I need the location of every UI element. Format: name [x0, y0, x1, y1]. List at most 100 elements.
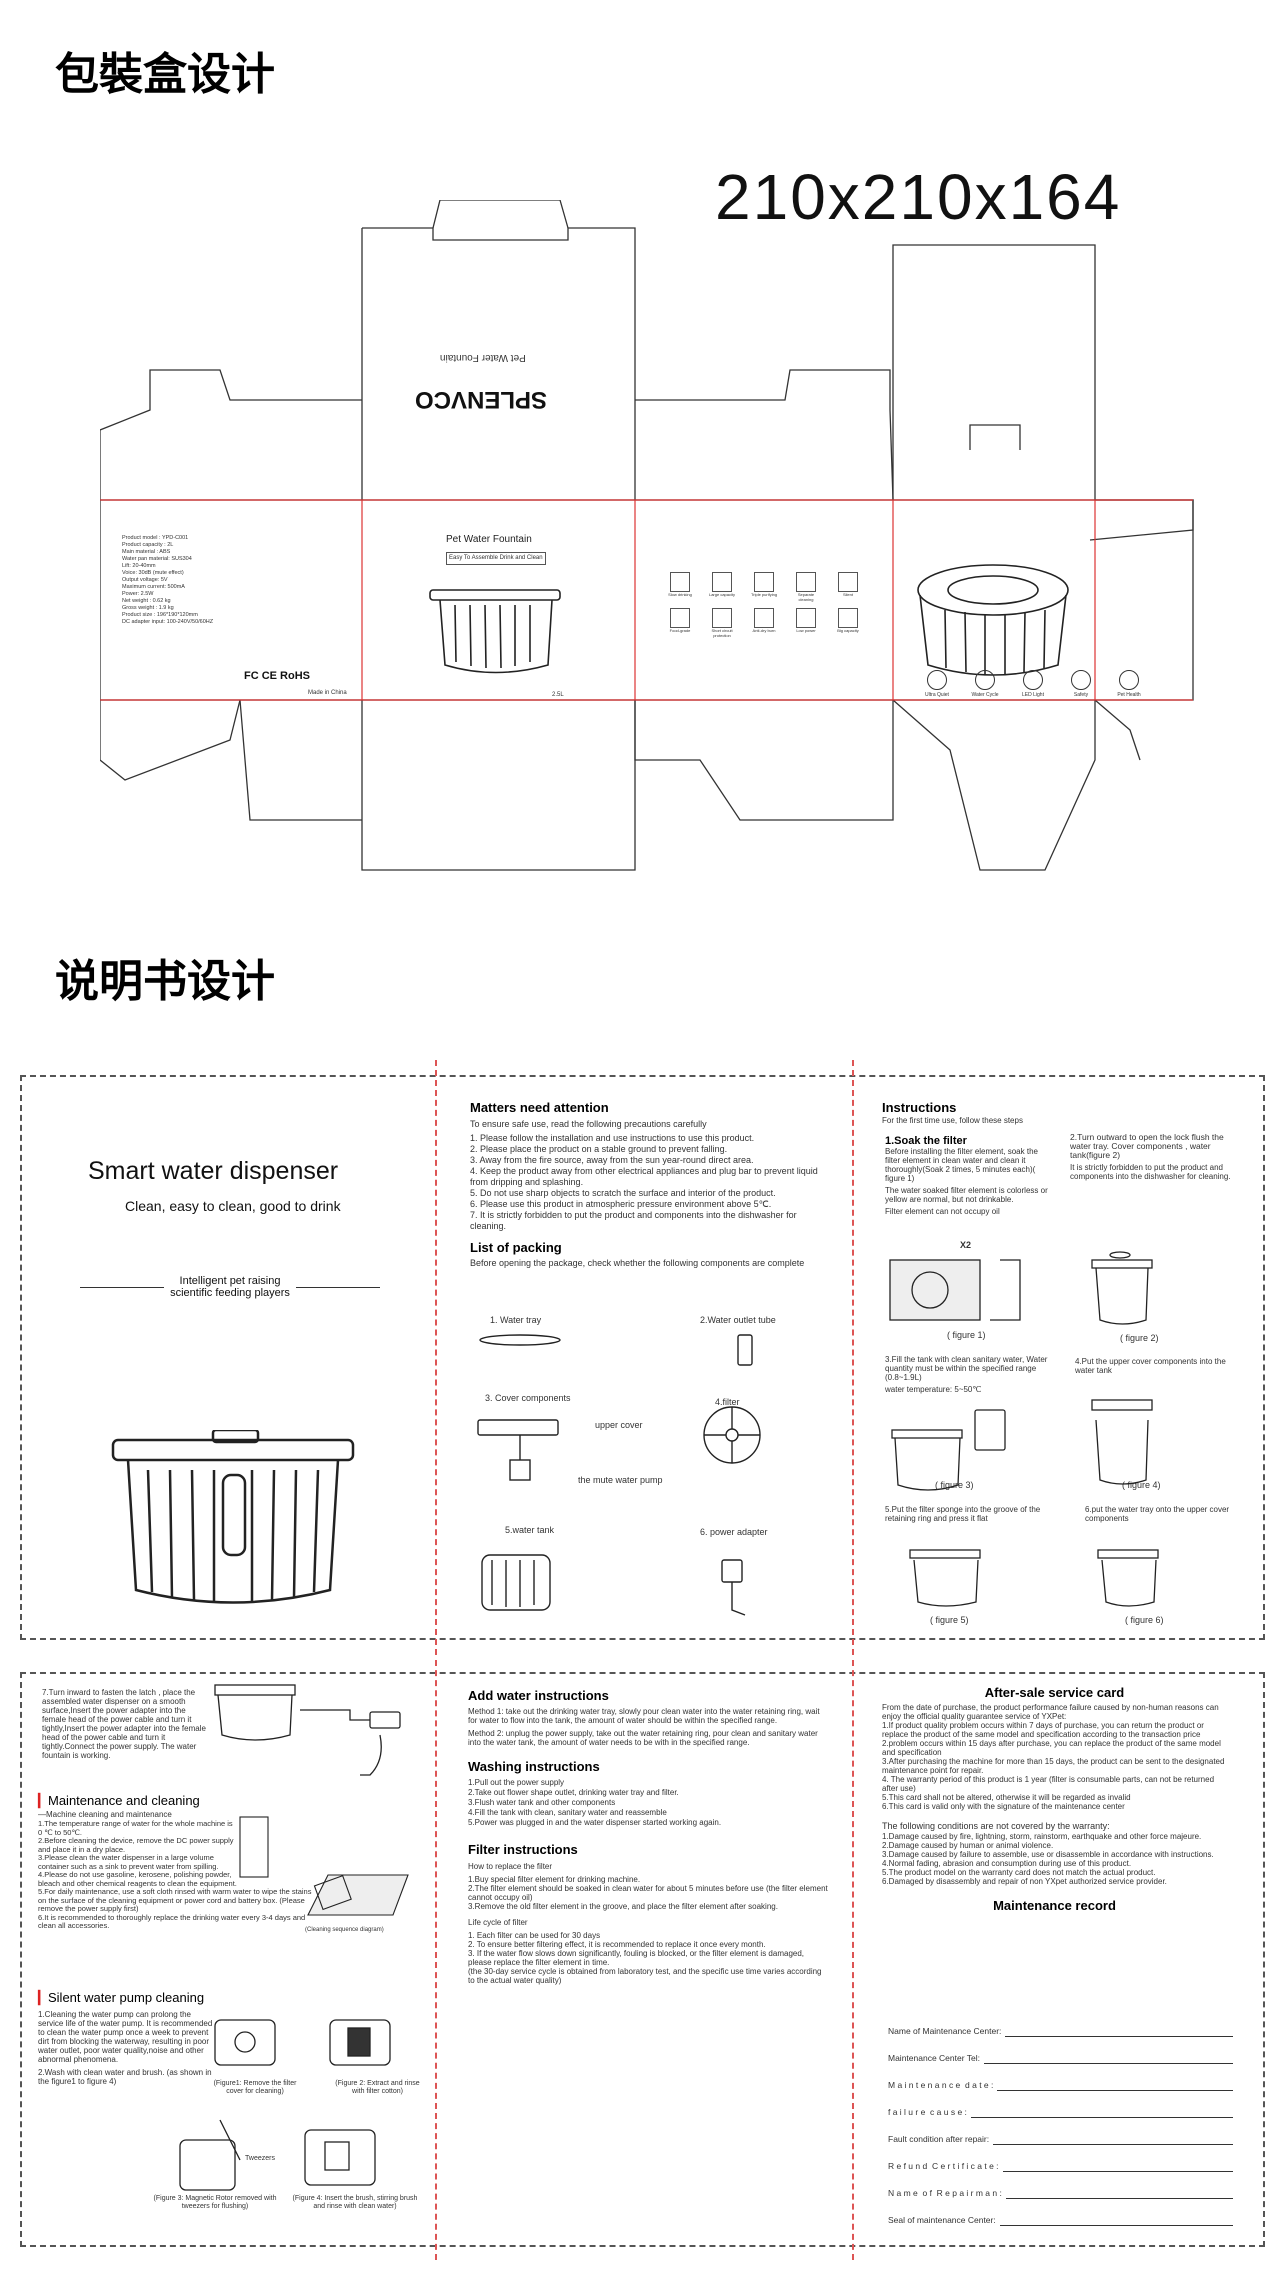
record-field: Name of Maintenance Center: — [888, 2010, 1233, 2037]
spec-line: Product model : YPD-C001 — [122, 535, 189, 541]
feature-icon: Food-grade — [665, 608, 695, 638]
step-1-text: Before installing the filter element, so… — [885, 1147, 1038, 1183]
instructions-title: Instructions — [882, 1100, 957, 1115]
matters-title: Matters need attention — [470, 1100, 609, 1115]
list-item: 4.Please do not use gasoline, kerosene, … — [38, 1870, 237, 1888]
x2-label: X2 — [960, 1240, 972, 1250]
record-input-line[interactable] — [997, 2090, 1233, 2091]
list-item: 5.This card shall not be altered, otherw… — [882, 1793, 1131, 1802]
spec-line: Lift: 20-40mm — [122, 563, 156, 569]
feature-icon: Short circuit protection — [707, 608, 737, 638]
fold-line — [435, 1660, 437, 2260]
step-3-text: 3.Fill the tank with clean sanitary wate… — [885, 1355, 1048, 1382]
step-1-note: The water soaked filter element is color… — [885, 1186, 1048, 1204]
after-sale-intro: From the date of purchase, the product p… — [882, 1703, 1219, 1721]
pump-fig-caption: (Figure 3: Magnetic Rotor removed with t… — [153, 2195, 277, 2210]
feature-icon: Anti-dry burn — [749, 608, 779, 638]
round-icon: Pet Health — [1112, 670, 1146, 701]
list-item: 2. To ensure better filtering effect, it… — [468, 1940, 766, 1949]
list-item: 4.Normal fading, abrasion and consumptio… — [882, 1859, 1132, 1868]
maintenance-title: ▎Maintenance and cleaning — [38, 1793, 200, 1808]
feature-icon: Big capacity — [833, 608, 863, 638]
cover-tag-2: scientific feeding players — [170, 1287, 290, 1299]
record-input-line[interactable] — [970, 2117, 1233, 2118]
step-2: 2.Turn outward to open the lock flush th… — [1070, 1133, 1240, 1182]
list-item: 6.It is recommended to thoroughly replac… — [38, 1912, 306, 1930]
step-3-temp: water temperature: 5~50℃ — [885, 1385, 982, 1394]
list-item: 5.The product model on the warranty card… — [882, 1868, 1156, 1877]
list-item: 6.This card is valid only with the signa… — [882, 1802, 1125, 1811]
step-4-text: 4.Put the upper cover components into th… — [1075, 1357, 1226, 1375]
cert-marks: FC CE RoHS — [244, 670, 310, 682]
list-item: (the 30-day service cycle is obtained fr… — [468, 1967, 822, 1985]
pump-fig-caption: (Figure1: Remove the filter cover for cl… — [213, 2080, 297, 2095]
cleaning-diagram — [239, 1816, 409, 1916]
record-input-line[interactable] — [999, 2225, 1233, 2226]
record-input-line[interactable] — [983, 2063, 1233, 2064]
cover-tag-1: Intelligent pet raising — [179, 1275, 281, 1287]
spec-line: Power: 2.5W — [122, 591, 154, 597]
spec-line: Voice: 30dB (mute effect) — [122, 570, 184, 576]
pump-title: ▎Silent water pump cleaning — [38, 1990, 205, 2005]
record-input-line[interactable] — [1005, 2036, 1233, 2037]
list-item: 4. Keep the product away from other elec… — [470, 1166, 818, 1187]
pump-text: 1.Cleaning the water pump can prolong th… — [38, 2010, 213, 2064]
list-item: 1. Each filter can be used for 30 days — [468, 1931, 601, 1940]
spec-line: Net weight : 0.62 kg — [122, 598, 171, 604]
step-1-note: Filter element can not occupy oil — [885, 1207, 1000, 1216]
packing-item: 2.Water outlet tube — [700, 1315, 776, 1325]
list-item: 2.Take out flower shape outlet, drinking… — [468, 1788, 679, 1797]
washing-title: Washing instructions — [468, 1759, 600, 1774]
feature-icons-grid: Slow drinking Large capacity Triple puri… — [665, 572, 865, 638]
instruction-figures — [889, 1251, 1159, 1607]
list-item: 5.For daily maintenance, use a soft clot… — [38, 1887, 312, 1913]
list-item: 7. It is strictly forbidden to put the p… — [470, 1210, 797, 1231]
section-title-manual: 说明书设计 — [55, 956, 275, 1007]
cover-tagline: Intelligent pet raising scientific feedi… — [80, 1275, 380, 1299]
record-field: R e f u n d C e r t i f i c a t e : — [888, 2145, 1233, 2172]
step-6-text: 6.put the water tray onto the upper cove… — [1085, 1505, 1230, 1523]
box-dimensions: 210x210x164 — [715, 161, 1122, 233]
step-7-text: 7.Turn inward to fasten the latch , plac… — [42, 1688, 206, 1760]
list-item: 6.Damaged by disassembly and repair of n… — [882, 1877, 1167, 1886]
round-icon: Safety — [1064, 670, 1098, 701]
step-7-figure — [214, 1684, 401, 1776]
filter-life-list: 1. Each filter can be used for 30 days 2… — [468, 1931, 828, 1985]
step-2-note: It is strictly forbidden to put the prod… — [1070, 1163, 1231, 1181]
round-icon: Water Cycle — [968, 670, 1002, 701]
list-item: 3. If the water flow slows down signific… — [468, 1949, 805, 1967]
pump-text: 2.Wash with clean water and brush. (as s… — [38, 2068, 212, 2086]
record-input-line[interactable] — [1002, 2171, 1233, 2172]
box-top-subtitle: Pet Water Fountain — [440, 352, 526, 363]
tweezers-label: Tweezers — [245, 2155, 275, 2162]
pump-fig-caption: (Figure 4: Insert the brush, stirring br… — [292, 2195, 418, 2210]
feature-icon: Separate cleaning — [791, 572, 821, 602]
not-covered-title: The following conditions are not covered… — [882, 1821, 1110, 1831]
list-item: 3.Flush water tank and other components — [468, 1798, 616, 1807]
list-item: 1.If product quality problem occurs with… — [882, 1721, 1204, 1739]
box-front-tagline: Easy To Assemble Drink and Clean — [446, 552, 546, 565]
list-item: 5.Power was plugged in and the water dis… — [468, 1818, 722, 1827]
feature-icon: Low power — [791, 608, 821, 638]
list-item: 3.Remove the old filter element in the g… — [468, 1902, 778, 1911]
list-item: 4.Fill the tank with clean, sanitary wat… — [468, 1808, 667, 1817]
after-sale-title: After-sale service card — [984, 1685, 1125, 1700]
packing-item: 3. Cover components — [485, 1393, 571, 1403]
pump-section: ▎Silent water pump cleaning 1.Cleaning t… — [38, 1990, 213, 2086]
round-icon: Ultra Quiet — [920, 670, 954, 701]
record-input-line[interactable] — [993, 2144, 1233, 2145]
fold-line — [435, 1060, 437, 1655]
maintenance-record-title: Maintenance record — [993, 1898, 1116, 1913]
record-field: N a m e o f R e p a i r m a n : — [888, 2172, 1233, 2199]
packing-item: 6. power adapter — [700, 1527, 768, 1537]
record-input-line[interactable] — [1005, 2198, 1233, 2199]
box-top-brand: SPLENVCO — [415, 386, 548, 413]
list-item: 2.Damage caused by human or animal viole… — [882, 1841, 1054, 1850]
record-field: M a i n t e n a n c e d a t e : — [888, 2064, 1233, 2091]
spec-line: Product capacity : 2L — [122, 542, 174, 548]
manual-sheet-1 — [20, 1075, 1265, 1640]
fold-line — [852, 1660, 854, 2260]
washing-list: 1.Pull out the power supply 2.Take out f… — [468, 1778, 828, 1828]
spec-line: DC adapter input: 100-240V/50/60HZ — [122, 619, 214, 625]
list-item: 1.Buy special filter element for drinkin… — [468, 1875, 641, 1884]
